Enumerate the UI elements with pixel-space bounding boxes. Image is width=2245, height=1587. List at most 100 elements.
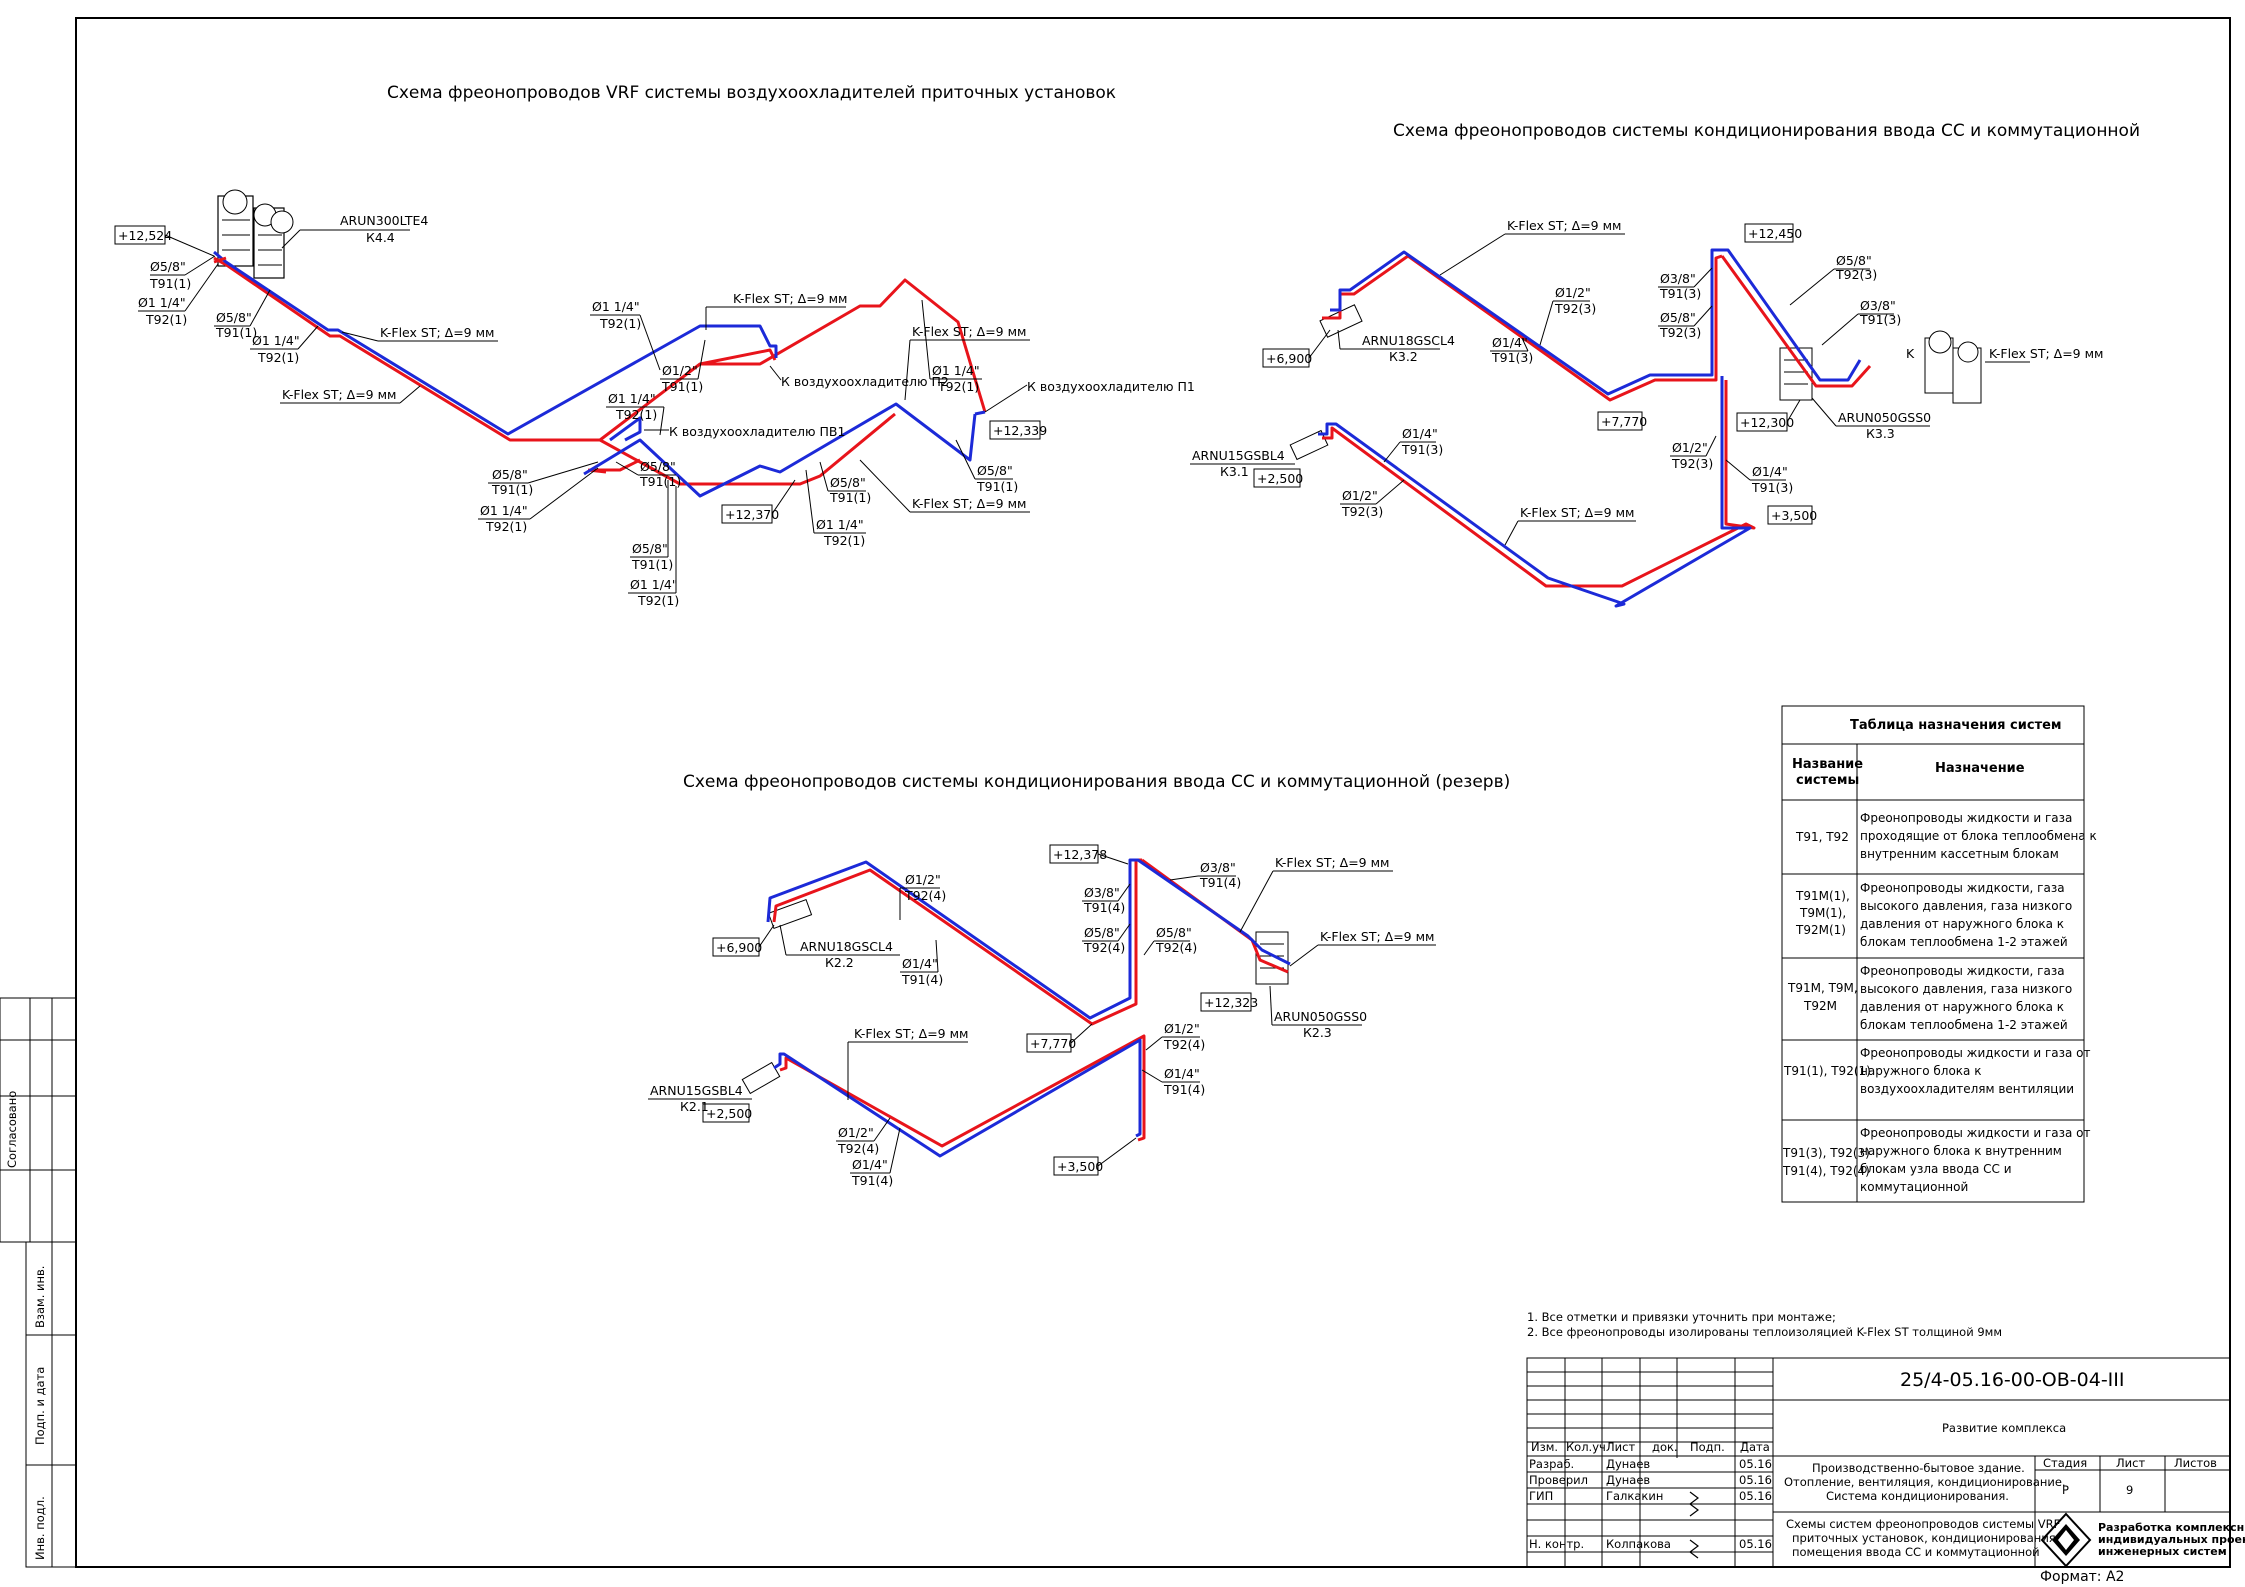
- reserve-t92-e: Т92(4): [837, 1141, 879, 1156]
- vrf-t92-g: Т92(1): [823, 533, 865, 548]
- table-row2-desc2: высокого давления, газа низкого: [1860, 899, 2072, 913]
- reserve-d58-b: Ø5/8": [1156, 925, 1192, 940]
- sidebar-inv-replacement: Взам. инв.: [33, 1266, 47, 1328]
- stamp-org-3: инженерных систем: [2098, 1545, 2227, 1558]
- table-row5-desc3: блокам узла ввода СС и: [1860, 1162, 2012, 1176]
- stamp-sheet-title-3: помещения ввода СС и коммутационной: [1792, 1545, 2040, 1559]
- reserve-elev-6900: +6,900: [716, 940, 762, 955]
- table-col2: Назначение: [1935, 761, 2025, 776]
- stamp-building-1: Производственно-бытовое здание.: [1812, 1461, 2025, 1475]
- vrf-t92-a: Т92(1): [145, 312, 187, 327]
- cond-unit-15-tag: К3.1: [1220, 464, 1249, 479]
- stamp-building-3: Система кондиционирования.: [1826, 1489, 2009, 1503]
- table-row1-desc2: проходящие от блока теплообмена к: [1860, 829, 2097, 843]
- vrf-d114-a: Ø1 1/4": [138, 295, 186, 310]
- cond-d38-b: Ø3/8": [1860, 298, 1896, 313]
- table-row3-desc3: давления от наружного блока к: [1860, 1000, 2064, 1014]
- outdoor-unit-large-icon: [1924, 330, 1982, 404]
- vrf-t91-e: Т91(1): [491, 482, 533, 497]
- vrf-d58-g: Ø5/8": [977, 463, 1013, 478]
- cond-d58-a: Ø5/8": [1660, 310, 1696, 325]
- table-row5-desc1: Фреонопроводы жидкости и газа от: [1860, 1126, 2091, 1140]
- stamp-sheet-header: Лист: [2116, 1456, 2145, 1470]
- table-row4-name: Т91(1), Т92(1): [1783, 1064, 1871, 1078]
- cond-d14-c: Ø1/4": [1752, 464, 1788, 479]
- cond-t92-b: Т92(3): [1659, 325, 1701, 340]
- reserve-unit-outdoor: ARUN050GSS0: [1274, 1009, 1367, 1024]
- stamp-name-3: Колпакова: [1606, 1537, 1671, 1551]
- vrf-kflex-a: K-Flex ST; Δ=9 мм: [380, 325, 494, 340]
- cond-kflex-a: K-Flex ST; Δ=9 мм: [1507, 218, 1621, 233]
- table-row3-name2: Т92М: [1803, 999, 1837, 1013]
- table-row3-desc2: высокого давления, газа низкого: [1860, 982, 2072, 996]
- table-col1-line2: системы: [1796, 773, 1859, 788]
- indoor-unit-15-icon: [741, 1061, 781, 1095]
- vrf-d114-g: Ø1 1/4": [816, 517, 864, 532]
- table-row3-name1: Т91М, Т9М,: [1787, 981, 1858, 995]
- vrf-d58-c: Ø5/8": [640, 459, 676, 474]
- stamp-stage-header: Стадия: [2043, 1456, 2087, 1470]
- stamp-sheet-title-1: Схемы систем фреонопроводов системы VRF: [1786, 1517, 2060, 1531]
- vrf-t92-c: Т92(1): [599, 316, 641, 331]
- stamp-role-2: ГИП: [1529, 1489, 1553, 1503]
- cond-d14-b: Ø1/4": [1402, 426, 1438, 441]
- stamp-header-kol: Кол.уч: [1566, 1440, 1606, 1454]
- table-row2-name1: Т91М(1),: [1795, 889, 1850, 903]
- stamp-role-3: Н. контр.: [1529, 1537, 1584, 1551]
- vrf-d114-b: Ø1 1/4": [252, 333, 300, 348]
- reserve-t91-e: Т91(4): [851, 1173, 893, 1188]
- cond-t91-e: Т91(3): [1751, 480, 1793, 495]
- cond-d12-c: Ø1/2": [1672, 440, 1708, 455]
- cond-elev-3500: +3,500: [1771, 508, 1817, 523]
- vrf-d114-h: Ø1 1/4": [932, 363, 980, 378]
- reserve-scheme: +12,378 +6,900 +7,770 +12,323 +2,500 +3,…: [648, 844, 1436, 1188]
- vrf-t91-d: Т91(1): [639, 474, 681, 489]
- cond-d12-a: Ø1/2": [1555, 285, 1591, 300]
- vrf-elev-right: +12,339: [993, 423, 1047, 438]
- table-row4-desc3: воздухоохладителям вентиляции: [1860, 1082, 2074, 1096]
- table-row1-desc1: Фреонопроводы жидкости и газа: [1860, 811, 2072, 825]
- vrf-t91-a: Т91(1): [149, 276, 191, 291]
- vrf-d114-d: Ø1 1/4": [608, 391, 656, 406]
- cond-elev-2500: +2,500: [1257, 471, 1303, 486]
- reserve-elev-top: +12,378: [1053, 847, 1107, 862]
- vrf-t92-e: Т92(1): [485, 519, 527, 534]
- cond-kflex-c: K-Flex ST; Δ=9 мм: [1520, 505, 1634, 520]
- table-row4-desc2: наружного блока к: [1860, 1064, 1981, 1078]
- vrf-unit-tag: К4.4: [366, 230, 395, 245]
- title-vrf-scheme: Схема фреонопроводов VRF системы воздухо…: [387, 83, 1116, 103]
- reserve-kflex-c: K-Flex ST; Δ=9 мм: [854, 1026, 968, 1041]
- reserve-unit-outdoor-tag: К2.3: [1303, 1025, 1332, 1040]
- reserve-d14-a: Ø1/4": [902, 956, 938, 971]
- vrf-d114-c: Ø1 1/4": [592, 299, 640, 314]
- vrf-d58-b: Ø5/8": [216, 310, 252, 325]
- reserve-elev-12323: +12,323: [1204, 995, 1258, 1010]
- system-table: Таблица назначения систем Название систе…: [1781, 705, 2097, 1203]
- reserve-t91-d: Т91(4): [1163, 1082, 1205, 1097]
- reserve-t91-c: Т91(4): [1199, 875, 1241, 890]
- reserve-d38-b: Ø3/8": [1200, 860, 1236, 875]
- stamp-date-3: 05.16: [1739, 1537, 1772, 1551]
- vrf-t92-f: Т92(1): [637, 593, 679, 608]
- reserve-t92-b: Т92(4): [1083, 940, 1125, 955]
- cond-elev-top: +12,450: [1748, 226, 1802, 241]
- indoor-unit-18-icon: [1319, 304, 1363, 338]
- reserve-d12-b: Ø1/2": [1164, 1021, 1200, 1036]
- sidebar-agreed: Согласовано: [5, 1091, 19, 1168]
- vrf-kflex-c: K-Flex ST; Δ=9 мм: [733, 291, 847, 306]
- reserve-t91-b: Т91(4): [1083, 900, 1125, 915]
- vrf-t91-h: Т91(1): [976, 479, 1018, 494]
- cond-t91-d: Т91(3): [1401, 442, 1443, 457]
- reserve-t92-d: Т92(4): [1163, 1037, 1205, 1052]
- vrf-t91-f: Т91(1): [631, 557, 673, 572]
- title-reserve-scheme: Схема фреонопроводов системы кондиционир…: [683, 772, 1510, 792]
- cond-t92-e: Т92(3): [1671, 456, 1713, 471]
- vrf-t92-h: Т92(1): [937, 379, 979, 394]
- reserve-t92-a: Т92(4): [904, 888, 946, 903]
- cond-unit-outdoor-tag: К3.3: [1866, 426, 1895, 441]
- cond-d12-b: Ø1/2": [1342, 488, 1378, 503]
- reserve-d12-a: Ø1/2": [905, 872, 941, 887]
- stamp-org-1: Разработка комплексных: [2098, 1521, 2245, 1534]
- stamp-project: Развитие комплекса: [1942, 1421, 2066, 1435]
